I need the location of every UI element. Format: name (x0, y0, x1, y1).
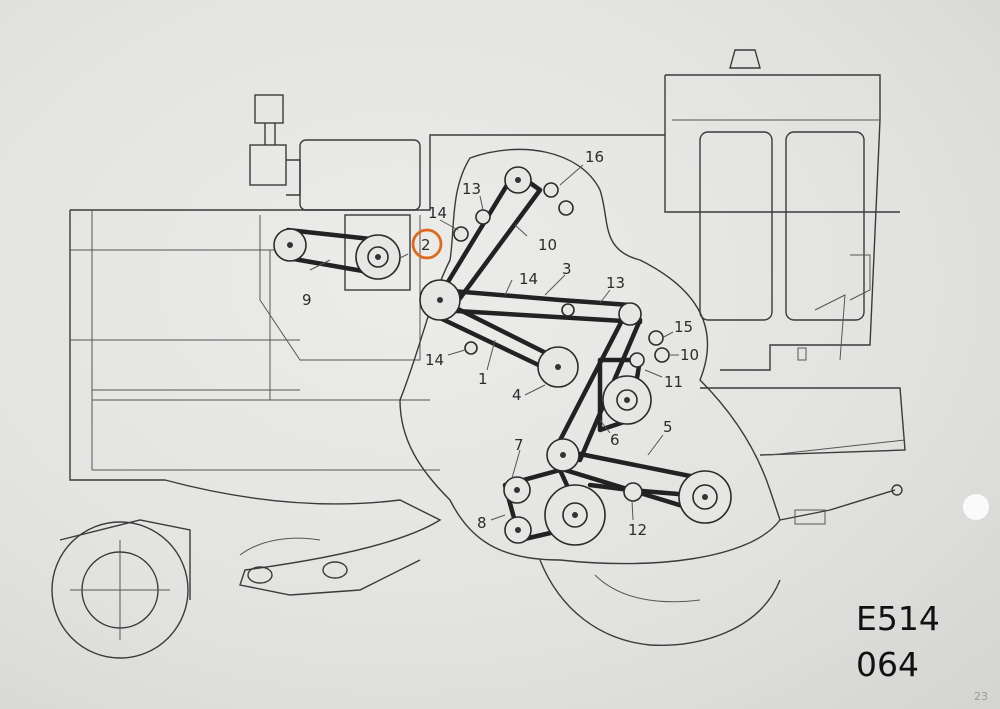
part-label-13-mid: 13 (606, 274, 625, 292)
part-label-3: 3 (562, 260, 572, 278)
leader-lines (309, 164, 679, 521)
part-label-14-low: 14 (425, 351, 444, 369)
machine-body (51, 49, 906, 659)
part-labels: 16 13 14 10 2 9 3 14 13 15 10 14 1 11 4 … (302, 148, 699, 539)
reference-line-2: 064 (856, 645, 919, 684)
part-label-16: 16 (585, 148, 604, 166)
part-label-2: 2 (421, 236, 431, 254)
part-label-4: 4 (512, 386, 522, 404)
part-label-7: 7 (514, 436, 524, 454)
part-label-9: 9 (302, 291, 312, 309)
part-label-14-mid: 14 (519, 270, 538, 288)
pulleys (273, 166, 732, 546)
punch-hole (963, 494, 989, 520)
reference-code: E514 064 (856, 596, 940, 688)
part-label-6: 6 (610, 431, 620, 449)
highlight-circle (411, 228, 443, 260)
part-label-12: 12 (628, 521, 647, 539)
part-label-10-top: 10 (538, 236, 557, 254)
part-label-8: 8 (477, 514, 487, 532)
part-label-10-mid: 10 (680, 346, 699, 364)
part-label-11: 11 (664, 373, 683, 391)
drive-belts (285, 169, 715, 543)
reference-line-1: E514 (856, 599, 940, 638)
part-label-13-top: 13 (462, 180, 481, 198)
part-label-14-top: 14 (428, 204, 447, 222)
part-label-1: 1 (478, 370, 488, 388)
part-label-15: 15 (674, 318, 693, 336)
part-label-5: 5 (663, 418, 673, 436)
page-number: 23 (974, 690, 988, 703)
